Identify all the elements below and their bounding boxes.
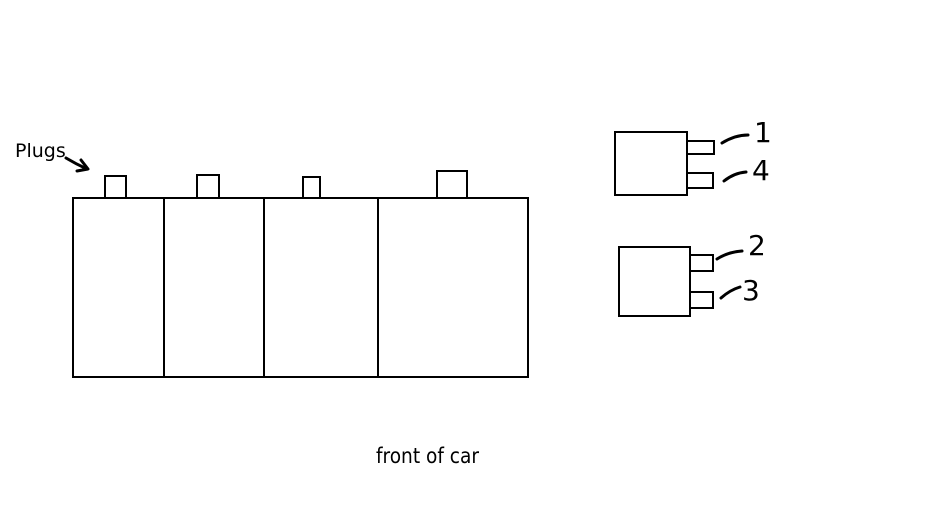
coil-number-2: 2 <box>748 229 766 262</box>
spark-plug-3 <box>302 176 321 199</box>
coil-top-terminal-4 <box>686 172 714 189</box>
spark-plug-1 <box>104 175 127 199</box>
coil-number-3: 3 <box>742 274 760 307</box>
coil-pack-bottom: 2 3 <box>618 229 766 317</box>
coil-top-lead-4 <box>722 170 748 183</box>
plugs-arrow <box>64 156 90 173</box>
coil-top-body <box>614 131 688 196</box>
coil-bottom-lead-3 <box>719 285 742 300</box>
engine-block-outline <box>72 197 529 378</box>
coil-bottom-terminal-3 <box>689 291 714 309</box>
coil-top-lead-1 <box>720 133 750 145</box>
plugs-label: Plugs <box>15 140 66 162</box>
coil-top-terminal-1 <box>686 140 715 155</box>
coil-bottom-lead-2 <box>715 249 744 261</box>
spark-plugs <box>104 170 468 199</box>
front-of-car-label: front of car <box>376 444 479 468</box>
coil-bottom-terminal-2 <box>689 254 714 272</box>
engine-block <box>72 197 529 378</box>
spark-plug-4 <box>436 170 468 199</box>
coil-pack-top: 1 4 <box>614 116 772 196</box>
spark-plug-2 <box>196 174 220 199</box>
coil-number-1: 1 <box>754 116 772 149</box>
coil-bottom-body <box>618 246 691 317</box>
coil-number-4: 4 <box>752 154 770 187</box>
